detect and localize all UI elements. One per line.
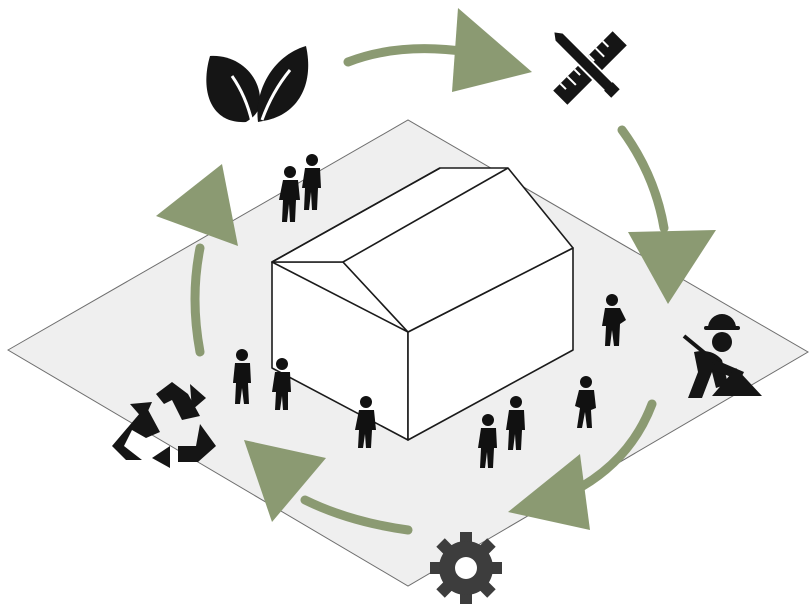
construction-worker-icon xyxy=(682,314,762,398)
person-6 xyxy=(478,414,497,468)
cycle-arrow-recycling xyxy=(300,495,413,535)
cycle-arrow-operation xyxy=(567,399,657,497)
cycle-arrows xyxy=(190,44,669,535)
cycle-arrow-design xyxy=(343,44,473,67)
roof-ridge xyxy=(342,167,509,263)
person-2 xyxy=(302,154,321,210)
cycle-arrowheads xyxy=(156,8,716,530)
person-9 xyxy=(602,294,626,346)
cycle-arrow-construction xyxy=(617,125,669,233)
pencil-ruler-icon xyxy=(552,30,627,105)
arrowhead-design xyxy=(452,8,532,92)
person-3 xyxy=(233,349,251,404)
cycle-arrow-raw-materials xyxy=(190,243,205,357)
arrowhead-operation xyxy=(508,454,590,530)
person-5 xyxy=(355,396,376,448)
leaf-icon xyxy=(206,46,309,123)
people-silhouettes xyxy=(233,154,626,468)
house xyxy=(271,167,574,441)
person-7 xyxy=(506,396,525,450)
person-4 xyxy=(272,358,291,410)
arrowhead-construction xyxy=(628,230,716,304)
person-1 xyxy=(279,166,300,222)
arrowhead-raw-materials xyxy=(156,164,238,246)
gear-icon xyxy=(430,532,502,604)
arrowhead-recycling xyxy=(244,440,326,522)
person-8 xyxy=(575,376,596,428)
roof-back-edge xyxy=(271,167,441,263)
recycle-icon xyxy=(112,382,216,468)
